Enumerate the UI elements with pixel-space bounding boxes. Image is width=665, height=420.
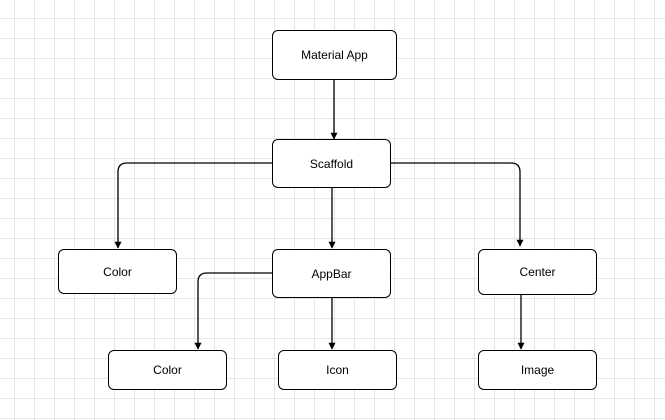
node-label: Image — [520, 363, 555, 377]
node-icon: Icon — [278, 350, 397, 390]
node-scaffold: Scaffold — [272, 139, 391, 188]
node-image: Image — [478, 350, 597, 390]
node-color-bottom: Color — [108, 350, 227, 390]
node-label: Center — [519, 265, 556, 279]
edge-appbar-to-color — [194, 272, 272, 350]
edge-scaffold-to-color — [114, 162, 272, 249]
node-label: Color — [153, 363, 182, 377]
node-center: Center — [478, 249, 597, 295]
edge-scaffold-to-center — [391, 162, 524, 247]
node-material-app: Material App — [272, 30, 397, 80]
node-appbar: AppBar — [272, 249, 391, 298]
node-label: Icon — [326, 363, 349, 377]
node-label: Scaffold — [309, 156, 354, 171]
node-label: AppBar — [311, 266, 352, 281]
node-label: Color — [103, 264, 132, 279]
node-label: Material App — [301, 48, 368, 62]
node-color-left: Color — [58, 249, 177, 294]
